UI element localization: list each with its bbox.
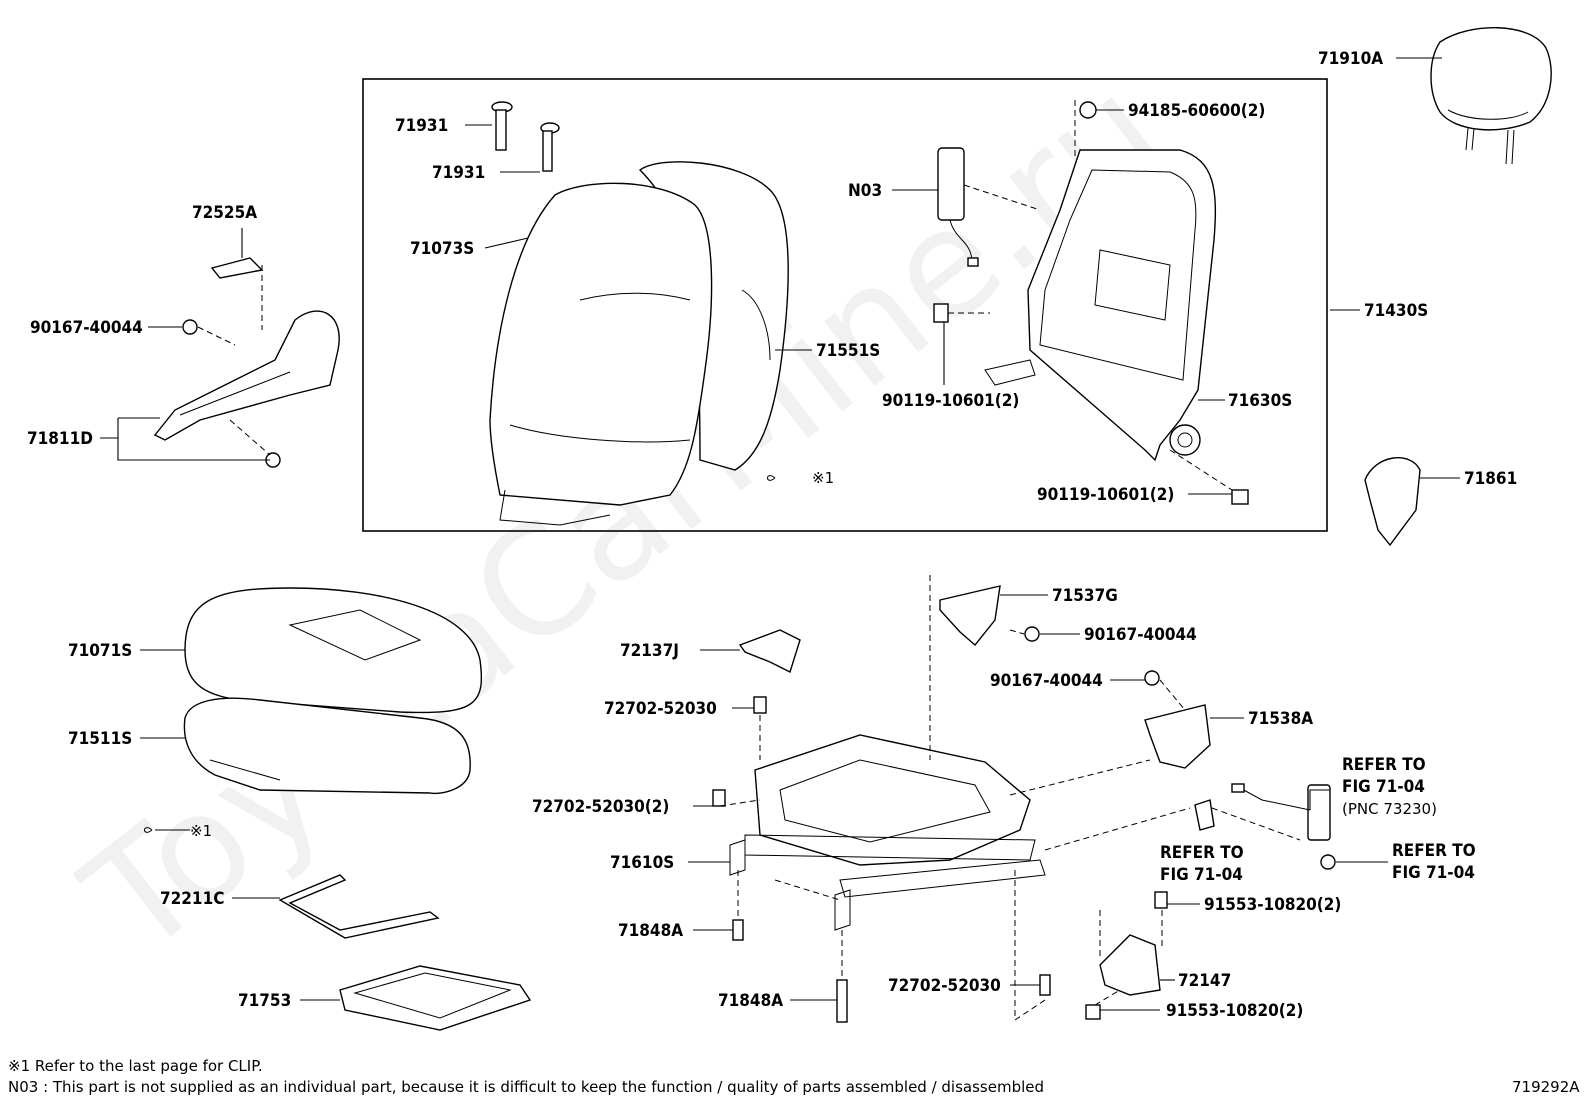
bracket-drawings [939,585,1211,769]
seatback-assembly-frame [362,78,1328,532]
label-72525A: 72525A [192,203,257,223]
label-71537G: 71537G [1052,586,1118,606]
lower-fasteners [712,696,1336,1023]
label-90167-40044-left: 90167-40044 [30,318,143,338]
wire-72211c-drawing [278,874,440,939]
refer-note-2-line2: FIG 71-04 [1160,865,1243,885]
tray-71753-drawing [339,965,532,1031]
label-71931-b: 71931 [432,163,485,183]
label-72702-52030-c: 72702-52030 [888,976,1001,996]
leader-lines [100,57,1460,1011]
refer-note-2-line1: REFER TO [1160,843,1244,863]
footnote-n03: N03 : This part is not supplied as an in… [8,1078,1044,1096]
label-71811D: 71811D [27,429,93,449]
label-91553-10820-b: 91553-10820(2) [1166,1001,1303,1021]
cover-72137j-drawing [738,629,801,673]
cover-71861-drawing [1364,456,1421,547]
label-90167-40044-r2: 90167-40044 [990,671,1103,691]
label-72702-52030-b: 72702-52030(2) [532,797,669,817]
label-N03: N03 [848,181,882,201]
label-72147: 72147 [1178,971,1231,991]
label-71430S: 71430S [1364,301,1428,321]
clip-symbols [144,475,776,833]
refer-note-3-line1: REFER TO [1392,841,1476,861]
footnote-clip: ※1 Refer to the last page for CLIP. [8,1057,263,1075]
label-71073S: 71073S [410,239,474,259]
clip-mark-upper: ※1 [812,469,834,487]
label-71610S: 71610S [610,853,674,873]
label-71861: 71861 [1464,469,1517,489]
seatback-frame-drawing [984,149,1217,462]
label-71630S: 71630S [1228,391,1292,411]
pin-71931-drawings [491,101,560,172]
seatbelt-buckle-drawing [1231,783,1331,841]
label-90119-10601-a: 90119-10601(2) [882,391,1019,411]
assembly-dashed-lines [197,100,1301,1021]
refer-note-1-line1: REFER TO [1342,755,1426,775]
label-71511S: 71511S [68,729,132,749]
label-71538A: 71538A [1248,709,1313,729]
label-90167-40044-r1: 90167-40044 [1084,625,1197,645]
upper-fasteners [933,101,1249,505]
label-71910A: 71910A [1318,49,1383,69]
seatback-cover-drawing [489,161,789,526]
label-71848A-b: 71848A [718,991,783,1011]
refer-note-1-line3: (PNC 73230) [1342,800,1437,818]
label-71071S: 71071S [68,641,132,661]
label-71931-a: 71931 [395,116,448,136]
label-72702-52030-a: 72702-52030 [604,699,717,719]
airbag-n03-drawing [937,147,979,267]
seat-cushion-cover-drawing [183,587,483,795]
label-71551S: 71551S [816,341,880,361]
label-71848A-a: 71848A [618,921,683,941]
seat-track-frame-drawing [729,734,1046,931]
refer-note-1-line2: FIG 71-04 [1342,777,1425,797]
figure-id: 719292A [1512,1078,1580,1096]
clip-mark-lower: ※1 [190,822,212,840]
rail-tab-drawing [1194,799,1215,831]
label-90119-10601-b: 90119-10601(2) [1037,485,1174,505]
headrest-drawing [1430,27,1552,165]
side-shield-drawing [153,257,340,468]
label-91553-10820-a: 91553-10820(2) [1204,895,1341,915]
label-72137J: 72137J [620,641,679,661]
label-94185-60600: 94185-60600(2) [1128,101,1265,121]
label-71753: 71753 [238,991,291,1011]
label-72211C: 72211C [160,889,224,909]
refer-note-3-line2: FIG 71-04 [1392,863,1475,883]
bracket-72147-drawing [1099,934,1161,996]
